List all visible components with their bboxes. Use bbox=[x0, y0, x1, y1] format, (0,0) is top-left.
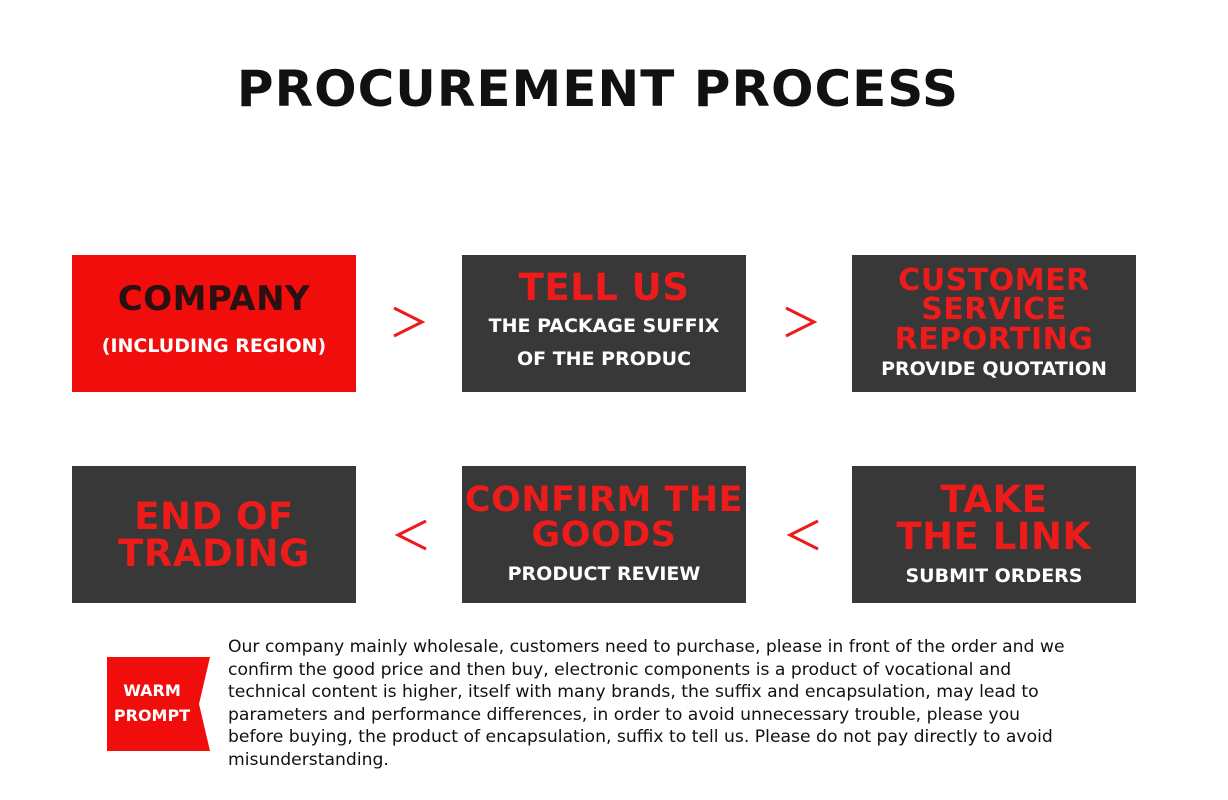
step-heading: GOODS bbox=[531, 515, 677, 556]
chevron-right-icon bbox=[785, 306, 818, 338]
step-heading: THE LINK bbox=[896, 515, 1092, 559]
ribbon-badge-icon bbox=[107, 657, 210, 751]
chevron-right-icon bbox=[393, 306, 426, 338]
warm-prompt-line: technical content is higher, itself with… bbox=[228, 682, 1039, 702]
step-heading: TAKE bbox=[940, 478, 1048, 522]
step-heading: END OF bbox=[134, 494, 294, 538]
page-title: PROCUREMENT PROCESS bbox=[236, 60, 960, 118]
step-subtitle: THE PACKAGE SUFFIX bbox=[488, 314, 720, 337]
step-company: COMPANY (INCLUDING REGION) bbox=[72, 255, 356, 392]
warm-prompt-line: before buying, the product of encapsulat… bbox=[228, 727, 1053, 747]
step-customer-service: CUSTOMER SERVICE REPORTING PROVIDE QUOTA… bbox=[852, 255, 1136, 392]
step-heading: SERVICE bbox=[921, 292, 1067, 328]
warm-prompt-badge: WARM PROMPT bbox=[107, 657, 197, 751]
step-subtitle: (INCLUDING REGION) bbox=[101, 334, 327, 357]
step-take-the-link: TAKE THE LINK SUBMIT ORDERS bbox=[852, 466, 1136, 603]
chevron-left-icon bbox=[394, 519, 427, 551]
step-subtitle: OF THE PRODUC bbox=[516, 348, 692, 370]
warm-prompt-line: confirm the good price and then buy, ele… bbox=[228, 659, 1012, 680]
step-heading: REPORTING bbox=[894, 321, 1094, 357]
warm-prompt-line: Our company mainly wholesale, customers … bbox=[228, 637, 1065, 657]
warm-prompt-line: misunderstanding. bbox=[228, 749, 389, 770]
step-subtitle: PROVIDE QUOTATION bbox=[881, 358, 1107, 381]
step-heading: TELL US bbox=[518, 265, 690, 309]
step-tell-us: TELL US THE PACKAGE SUFFIX OF THE PRODUC bbox=[462, 255, 746, 392]
chevron-left-icon bbox=[786, 519, 819, 551]
warm-prompt-badge-line: WARM bbox=[123, 681, 181, 701]
step-subtitle: PRODUCT REVIEW bbox=[507, 563, 701, 586]
step-heading: CUSTOMER bbox=[898, 263, 1090, 299]
warm-prompt-badge-line: PROMPT bbox=[113, 706, 191, 725]
step-heading: CONFIRM THE bbox=[464, 480, 744, 521]
step-heading: TRADING bbox=[118, 531, 310, 575]
step-confirm-goods: CONFIRM THE GOODS PRODUCT REVIEW bbox=[462, 466, 746, 603]
step-heading: COMPANY bbox=[117, 278, 311, 319]
warm-prompt-line: parameters and performance differences, … bbox=[228, 704, 1020, 725]
warm-prompt-text: Our company mainly wholesale, customers … bbox=[228, 636, 1138, 771]
step-end-of-trading: END OF TRADING bbox=[72, 466, 356, 603]
step-subtitle: SUBMIT ORDERS bbox=[905, 565, 1083, 588]
